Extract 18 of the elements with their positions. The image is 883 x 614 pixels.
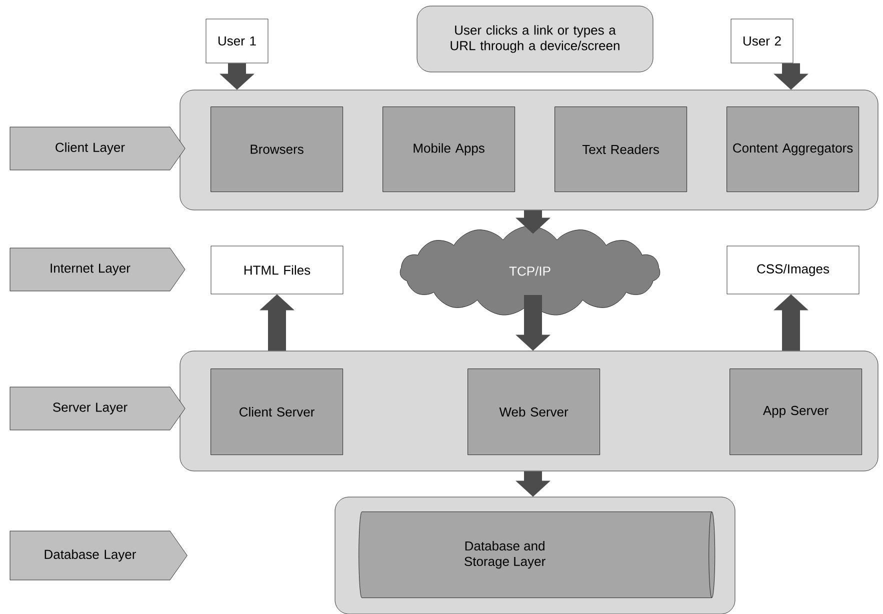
text-box: HTML Files (210, 246, 344, 294)
text-box: User 1 (206, 18, 268, 64)
component-box: Content Aggregators (726, 106, 859, 192)
network-cloud: TCP/IP (400, 226, 660, 316)
text-box: User 2 (730, 18, 794, 64)
database-cylinder: Database and Storage Layer (358, 512, 716, 598)
component-box: Mobile Apps (382, 106, 515, 192)
component-box: App Server (730, 368, 862, 455)
text-box: CSS/Images (726, 246, 860, 294)
component-box: Web Server (468, 368, 600, 455)
callout-bubble: User clicks a link or types a URL through a device/screen (416, 6, 654, 72)
layer-tag: Client Layer (10, 126, 186, 170)
component-box: Client Server (210, 368, 343, 455)
component-box: Text Readers (554, 106, 687, 192)
layer-tag: Server Layer (10, 386, 186, 430)
component-box: Browsers (210, 106, 343, 192)
layer-tag: Internet Layer (10, 248, 186, 292)
layer-tag: Database Layer (10, 530, 188, 580)
